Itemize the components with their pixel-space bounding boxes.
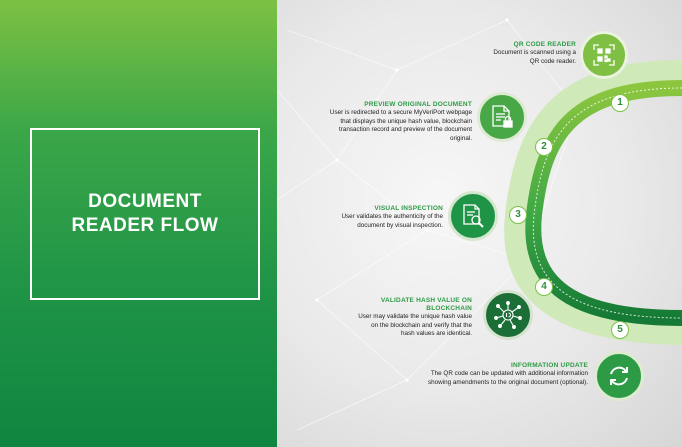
step-3-desc-line-2: document by visual inspection.: [357, 221, 443, 229]
step-1-desc-line-1: Document is scanned using a: [493, 49, 576, 56]
step-2-desc-line-2: that displays the unique hash value, blo…: [340, 117, 472, 125]
step-4-desc-line-3: hash values are identical.: [400, 330, 472, 337]
step-2-desc-line-4: original.: [449, 134, 472, 142]
step-5-number: 5: [611, 321, 629, 339]
title-frame: DOCUMENT READER FLOW: [30, 128, 260, 300]
step-2-desc-line-1: User is redirected to a secure MyVeriPor…: [329, 109, 472, 116]
secure-document-icon: [477, 92, 527, 142]
step-4-title-line-1: VALIDATE HASH VALUE ON: [380, 297, 472, 304]
step-1-number: 1: [611, 94, 629, 112]
step-2-title: PREVIEW ORIGINAL DOCUMENT: [364, 101, 472, 108]
step-3-title: VISUAL INSPECTION: [374, 205, 443, 212]
step-4-title-line-2: BLOCKCHAIN: [426, 305, 472, 312]
step-1-desc-line-2: QR code reader.: [529, 57, 576, 65]
step-3-desc-line-1: User validates the authenticity of the: [341, 213, 443, 220]
step-2-number: 2: [535, 138, 553, 156]
step-1-title: QR CODE READER: [513, 41, 576, 48]
qr-code-icon: [580, 31, 628, 79]
network-background-pattern: [277, 18, 579, 431]
step-5-desc-line-1: The QR code can be updated with addition…: [430, 370, 588, 377]
page-title-line-1: DOCUMENT: [88, 191, 202, 212]
title-panel: DOCUMENT READER FLOW: [0, 0, 277, 447]
document-search-icon: [448, 191, 498, 241]
step-4-number: 4: [535, 278, 553, 296]
step-5-text: INFORMATION UPDATE The QR code can be up…: [392, 362, 588, 387]
step-5-title: INFORMATION UPDATE: [510, 362, 588, 369]
refresh-icon: [594, 351, 644, 401]
step-2-text: PREVIEW ORIGINAL DOCUMENT User is redire…: [296, 101, 472, 143]
step-4-desc-line-1: User may validate the unique hash value: [358, 313, 472, 320]
step-3-text: VISUAL INSPECTION User validates the aut…: [305, 205, 443, 230]
step-5-desc-line-2: showing amendments to the original docum…: [428, 378, 588, 386]
step-1-text: QR CODE READER Document is scanned using…: [440, 41, 576, 66]
page-title-line-2: READER FLOW: [71, 215, 219, 236]
step-4-desc-line-2: on the blockchain and verify that the: [371, 321, 472, 329]
step-3-number: 3: [509, 206, 527, 224]
step-2-desc-line-3: transaction record and preview of the do…: [338, 126, 472, 133]
step-4-text: VALIDATE HASH VALUE ON BLOCKCHAIN User m…: [322, 297, 472, 339]
blockchain-network-icon: [483, 290, 533, 340]
